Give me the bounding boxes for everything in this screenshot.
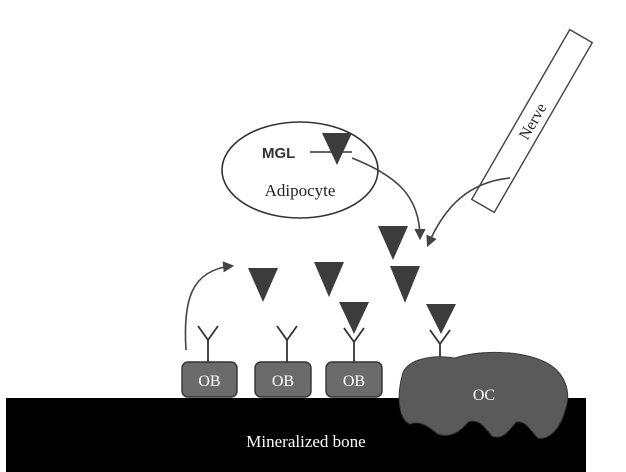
receptor-ob2 — [277, 326, 297, 362]
receptor-ob1 — [198, 326, 218, 362]
oc-label: OC — [473, 387, 495, 404]
mgl-label: MGL — [262, 145, 295, 162]
ligand-triangle — [378, 226, 408, 260]
ligand-triangle — [248, 268, 278, 302]
ob-label: OB — [198, 373, 220, 390]
ligand-triangle — [390, 266, 420, 303]
ob-label: OB — [272, 373, 294, 390]
osteoblast-3: OB — [326, 362, 382, 397]
ob-label: OB — [343, 373, 365, 390]
arrow-ob-upward — [185, 266, 232, 350]
bone-label: Mineralized bone — [246, 432, 365, 451]
adipocyte-cell — [222, 122, 378, 218]
ligand-triangle-bound — [426, 304, 456, 334]
ligand-triangle — [314, 262, 344, 297]
adipocyte-label: Adipocyte — [265, 181, 336, 200]
osteoblast-2: OB — [255, 362, 311, 397]
ligand-triangle-bound — [339, 302, 369, 334]
nerve: Nerve — [472, 30, 593, 213]
osteoblast-1: OB — [182, 362, 237, 397]
